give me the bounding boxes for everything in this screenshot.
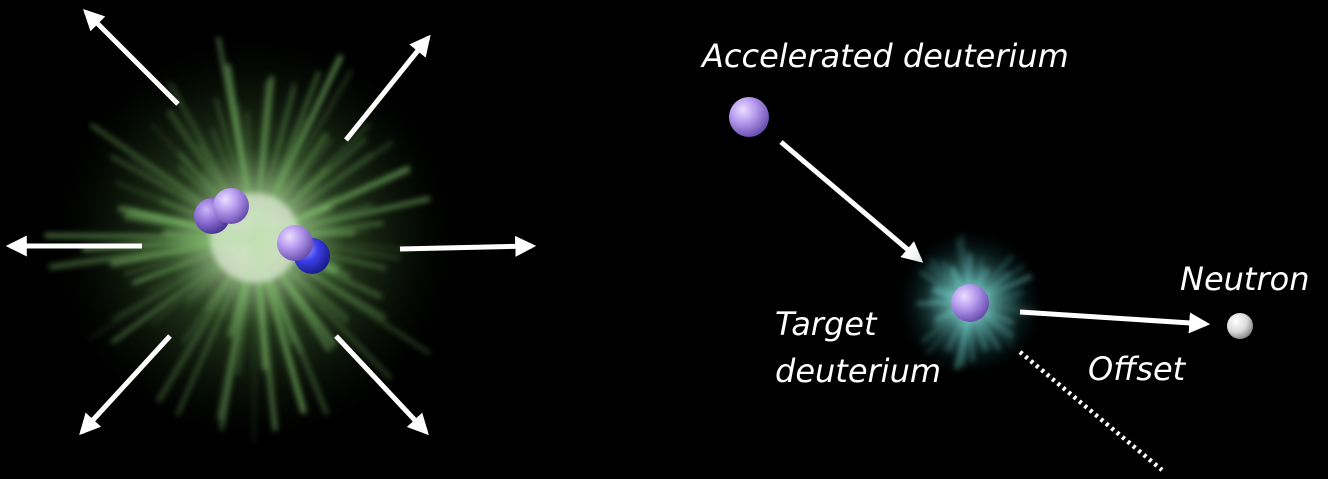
- target-label-line1: Target: [775, 305, 878, 343]
- neutron-particle: [1227, 313, 1253, 339]
- outgoing-neutron-arrow-icon: [1019, 309, 1211, 334]
- arrow-up-left-icon: [83, 9, 180, 106]
- arrow-down-right-icon: [334, 334, 429, 436]
- offset-label: Offset: [1088, 350, 1187, 388]
- arrow-down-left-icon: [79, 334, 172, 436]
- dotted-reference-line: [1018, 350, 1164, 472]
- arrow-right-icon: [399, 235, 537, 257]
- accelerated-deuterium-particle: [729, 97, 769, 137]
- incoming-arrow-icon: [779, 140, 924, 263]
- arrow-up-right-icon: [344, 34, 431, 142]
- outward-arrows: [5, 9, 537, 436]
- accelerated-deuterium-label: Accelerated deuterium: [700, 37, 1069, 75]
- target-deuterium-particle: [951, 284, 989, 322]
- neutron-label: Neutron: [1180, 260, 1309, 298]
- left-fusion-burst: [44, 36, 455, 443]
- colliding-nuclei: [194, 188, 330, 274]
- right-reaction-panel: Accelerated deuterium Target deuterium N…: [700, 37, 1309, 472]
- proton-particle-right: [277, 225, 313, 261]
- proton-particle-left: [213, 188, 249, 224]
- target-label-line2: deuterium: [775, 352, 941, 390]
